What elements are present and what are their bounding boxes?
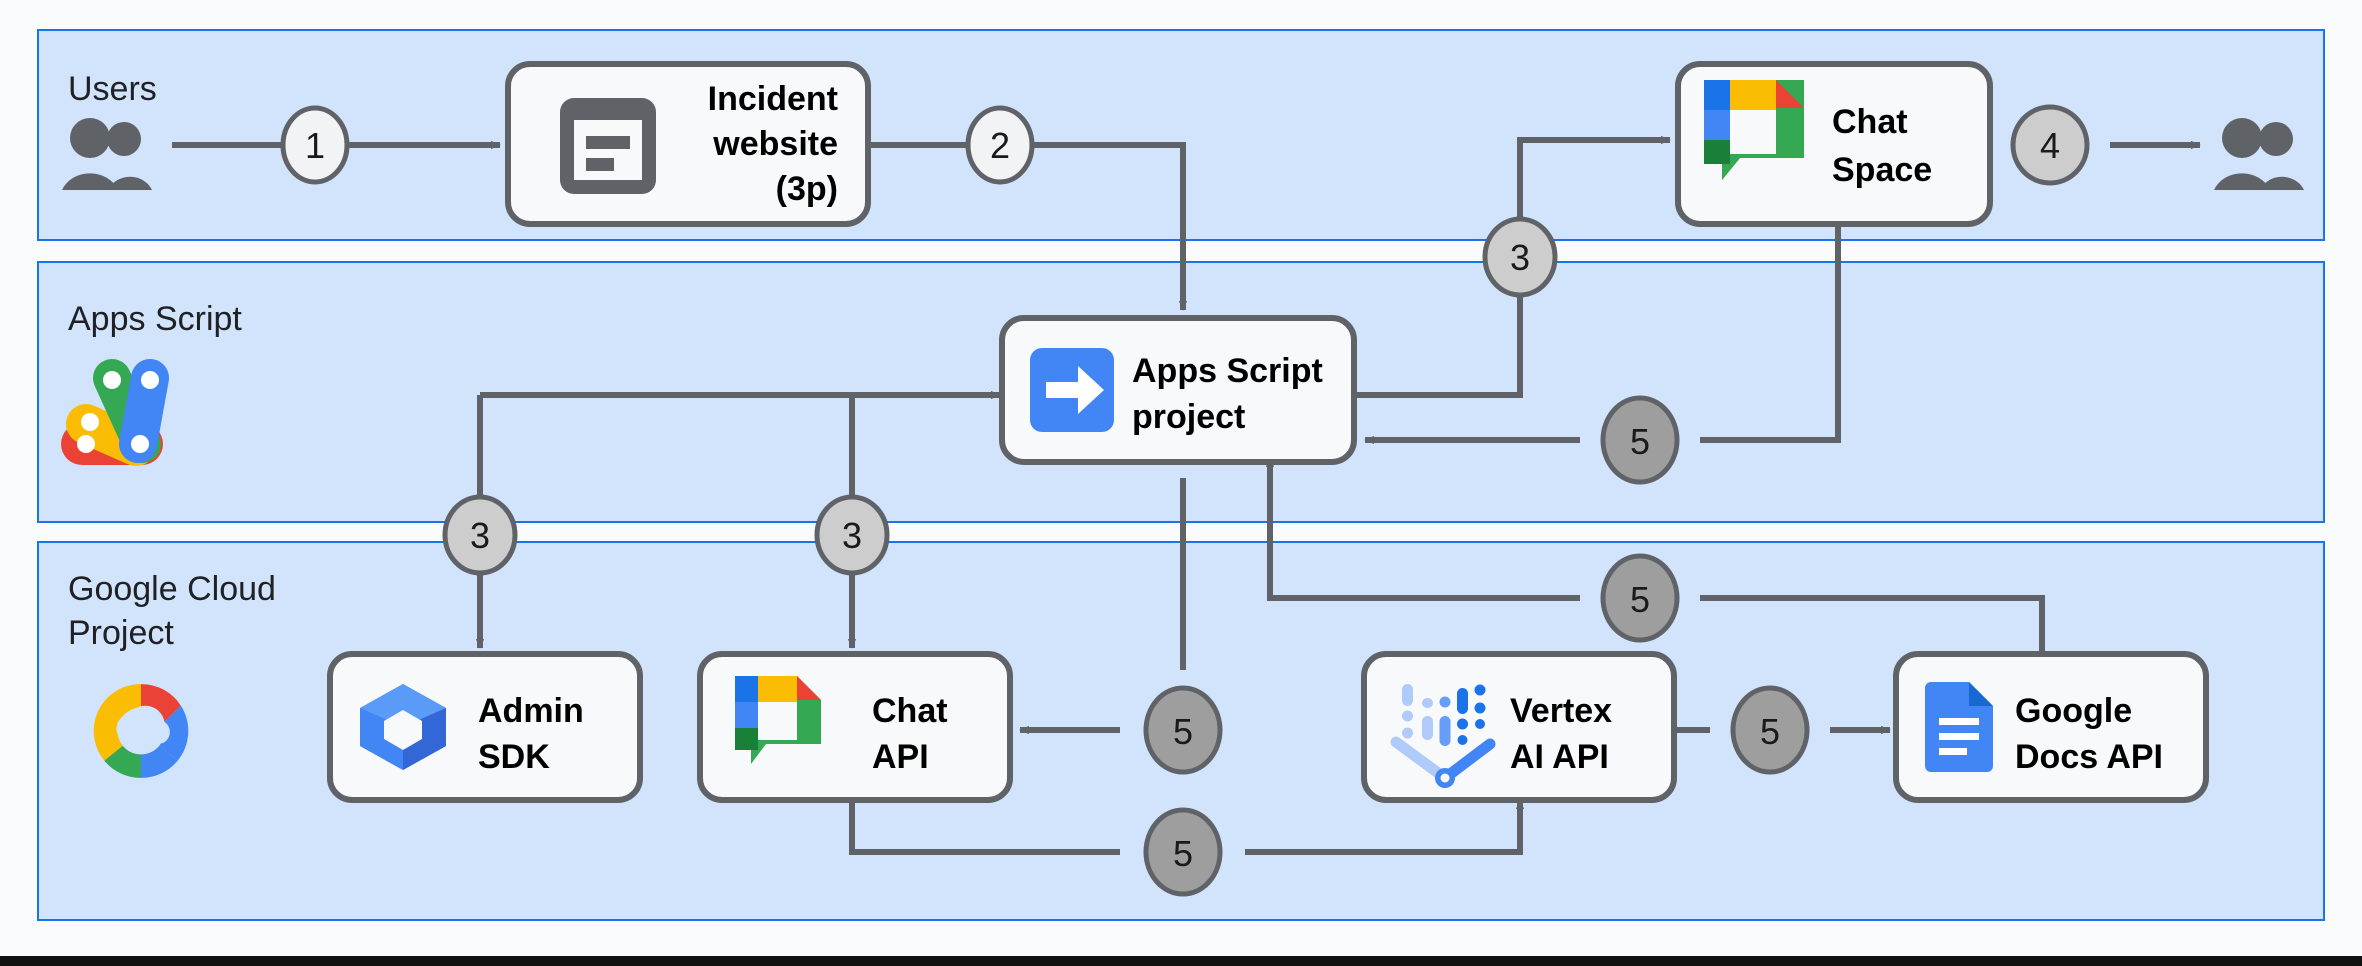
admin-sdk-label-line1: Admin (478, 692, 584, 730)
connector-script-to-badge3-chatspace (1355, 285, 1523, 398)
node-chat-space[interactable]: Chat Space (1675, 61, 1993, 227)
node-google-docs-api[interactable]: Google Docs API (1893, 651, 2209, 803)
admin-sdk-icon (360, 684, 446, 770)
vertex-ai-icon (1390, 684, 1496, 788)
incident-website-label-line3: (3p) (776, 170, 838, 208)
apps-script-arrow-icon (1030, 348, 1114, 432)
website-icon (560, 98, 656, 194)
connector-docs-to-badge5 (1700, 595, 2045, 660)
badge-2: 2 (965, 105, 1035, 185)
chat-space-label-line1: Chat (1832, 103, 1908, 141)
badge-3-chat-api: 3 (814, 494, 890, 576)
badge-3-chat-space-number: 3 (1510, 237, 1530, 278)
incident-website-label-line1: Incident (708, 80, 838, 118)
badge-1-number: 1 (305, 125, 325, 166)
google-docs-icon (1925, 682, 1993, 772)
badge-1: 1 (280, 105, 350, 185)
badge-5-vertex-docs-number: 5 (1760, 711, 1780, 752)
node-incident-website[interactable]: Incident website (3p) (505, 61, 871, 227)
google-docs-api-label-line1: Google (2015, 692, 2132, 730)
badge-5-docs-to-script: 5 (1600, 553, 1680, 643)
badge-5-chat-space-to-script: 5 (1600, 395, 1680, 485)
apps-script-logo (61, 359, 169, 466)
connector-badge5-to-vertex (1245, 799, 1525, 855)
badge-3-admin-sdk-number: 3 (470, 515, 490, 556)
vertex-ai-api-label-line2: AI API (1510, 738, 1609, 776)
people-icon (62, 118, 152, 190)
node-chat-api[interactable]: Chat API (697, 651, 1013, 803)
google-docs-api-label-line2: Docs API (2015, 738, 2163, 776)
badge-5-chat-space-number: 5 (1630, 421, 1650, 462)
admin-sdk-label-line2: SDK (478, 738, 550, 776)
connector-chat-api-to-badge5 (849, 800, 1120, 855)
panel-google-cloud-label-line2: Project (68, 614, 174, 652)
badge-3-admin-sdk: 3 (442, 494, 518, 576)
connector-badge3-to-chat-space (1517, 135, 1671, 225)
badge-5-script-chat-api-number: 5 (1173, 711, 1193, 752)
google-chat-icon (735, 676, 821, 764)
google-chat-icon (1704, 80, 1804, 180)
incident-website-label-line2: website (712, 125, 838, 163)
badge-3-chat-api-number: 3 (842, 515, 862, 556)
chat-api-label-line2: API (872, 738, 929, 776)
badge-5-vertex-to-docs: 5 (1730, 685, 1810, 775)
badge-5-docs-script-number: 5 (1630, 579, 1650, 620)
badge-4: 4 (2010, 104, 2090, 186)
bottom-bar (0, 956, 2362, 966)
node-apps-script-project[interactable]: Apps Script project (999, 315, 1357, 465)
step-badges: 1 2 3 3 3 4 5 (280, 104, 2090, 897)
google-cloud-logo (93, 684, 189, 778)
users-right-people-icon (2214, 118, 2304, 190)
connector-chat-space-to-badge5 (1700, 220, 1841, 443)
badge-5-script-to-chat-api: 5 (1143, 685, 1223, 775)
badge-3-chat-space: 3 (1482, 216, 1558, 298)
node-vertex-ai-api[interactable]: Vertex AI API (1361, 651, 1677, 803)
badge-5-chat-api-vertex-number: 5 (1173, 833, 1193, 874)
panel-apps-script-label: Apps Script (68, 300, 242, 338)
apps-script-project-label-line1: Apps Script (1132, 352, 1323, 390)
panel-google-cloud-label-line1: Google Cloud (68, 570, 276, 608)
vertex-ai-api-label-line1: Vertex (1510, 692, 1612, 730)
apps-script-project-label-line2: project (1132, 398, 1245, 436)
panel-users-label: Users (68, 70, 157, 108)
badge-5-chat-api-to-vertex: 5 (1143, 807, 1223, 897)
connector-badge5-to-apps-script-2 (1265, 457, 1580, 601)
chat-space-label-line2: Space (1832, 151, 1932, 189)
badge-4-number: 4 (2040, 125, 2060, 166)
node-admin-sdk[interactable]: Admin SDK (327, 651, 643, 803)
chat-api-label-line1: Chat (872, 692, 948, 730)
badge-2-number: 2 (990, 125, 1010, 166)
connector-badge2-to-apps-script (1030, 142, 1188, 311)
